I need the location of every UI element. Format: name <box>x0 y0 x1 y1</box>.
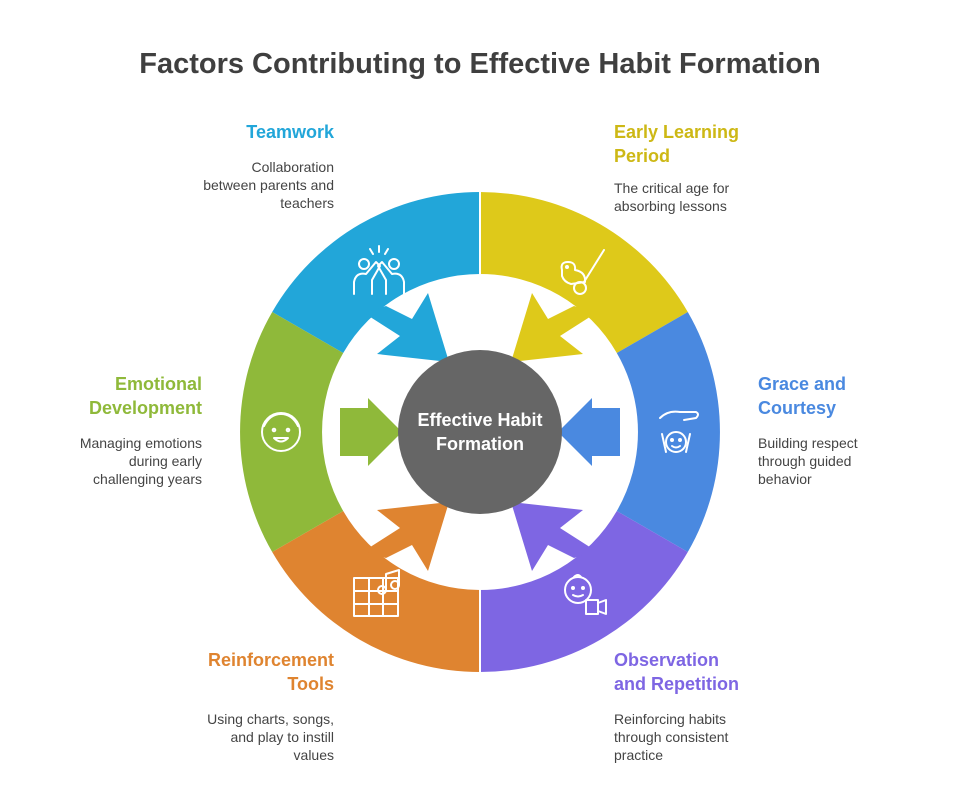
chart-music-icon <box>353 569 400 617</box>
segment-emotional <box>240 312 344 552</box>
emotional-development-description: Managing emotions during early challengi… <box>79 435 202 487</box>
observation-repetition-label: Observation and Repetition <box>614 650 739 694</box>
arrow-emotional <box>340 398 402 466</box>
page-title: Factors Contributing to Effective Habit … <box>139 48 821 80</box>
early-learning-label: Early Learning Period <box>614 122 740 166</box>
reinforcement-tools-description: Using charts, songs, and play to instill… <box>207 711 334 763</box>
observation-repetition-description: Reinforcing habits through consistent pr… <box>614 711 729 763</box>
arrow-reinforcement <box>364 502 449 571</box>
segment-grace-courtesy <box>616 312 720 552</box>
early-learning-description: The critical age for absorbing lessons <box>614 180 730 214</box>
segment-early-learning <box>480 192 688 353</box>
center-label: Effective Habit Formation <box>417 410 543 454</box>
child-face-icon <box>261 412 301 452</box>
high-five-icon <box>353 245 405 295</box>
hand-over-child-icon <box>659 410 699 453</box>
grace-courtesy-label: Grace and Courtesy <box>758 374 847 418</box>
segment-observation <box>480 511 688 672</box>
reinforcement-tools-label: Reinforcement Tools <box>207 650 334 694</box>
teamwork-description: Collaboration between parents and teache… <box>203 159 334 211</box>
arrow-teamwork <box>364 293 449 362</box>
grace-courtesy-description: Building respect through guided behavior <box>758 435 858 487</box>
arrow-early-learning <box>511 293 596 362</box>
arrow-observation <box>511 502 596 571</box>
emotional-development-label: Emotional Development <box>88 374 202 418</box>
center-circle <box>398 350 562 514</box>
baby-rattle-icon <box>560 249 605 295</box>
arrow-grace-courtesy <box>558 398 620 466</box>
baby-with-camera-icon <box>564 574 607 615</box>
teamwork-label: Teamwork <box>246 122 334 142</box>
